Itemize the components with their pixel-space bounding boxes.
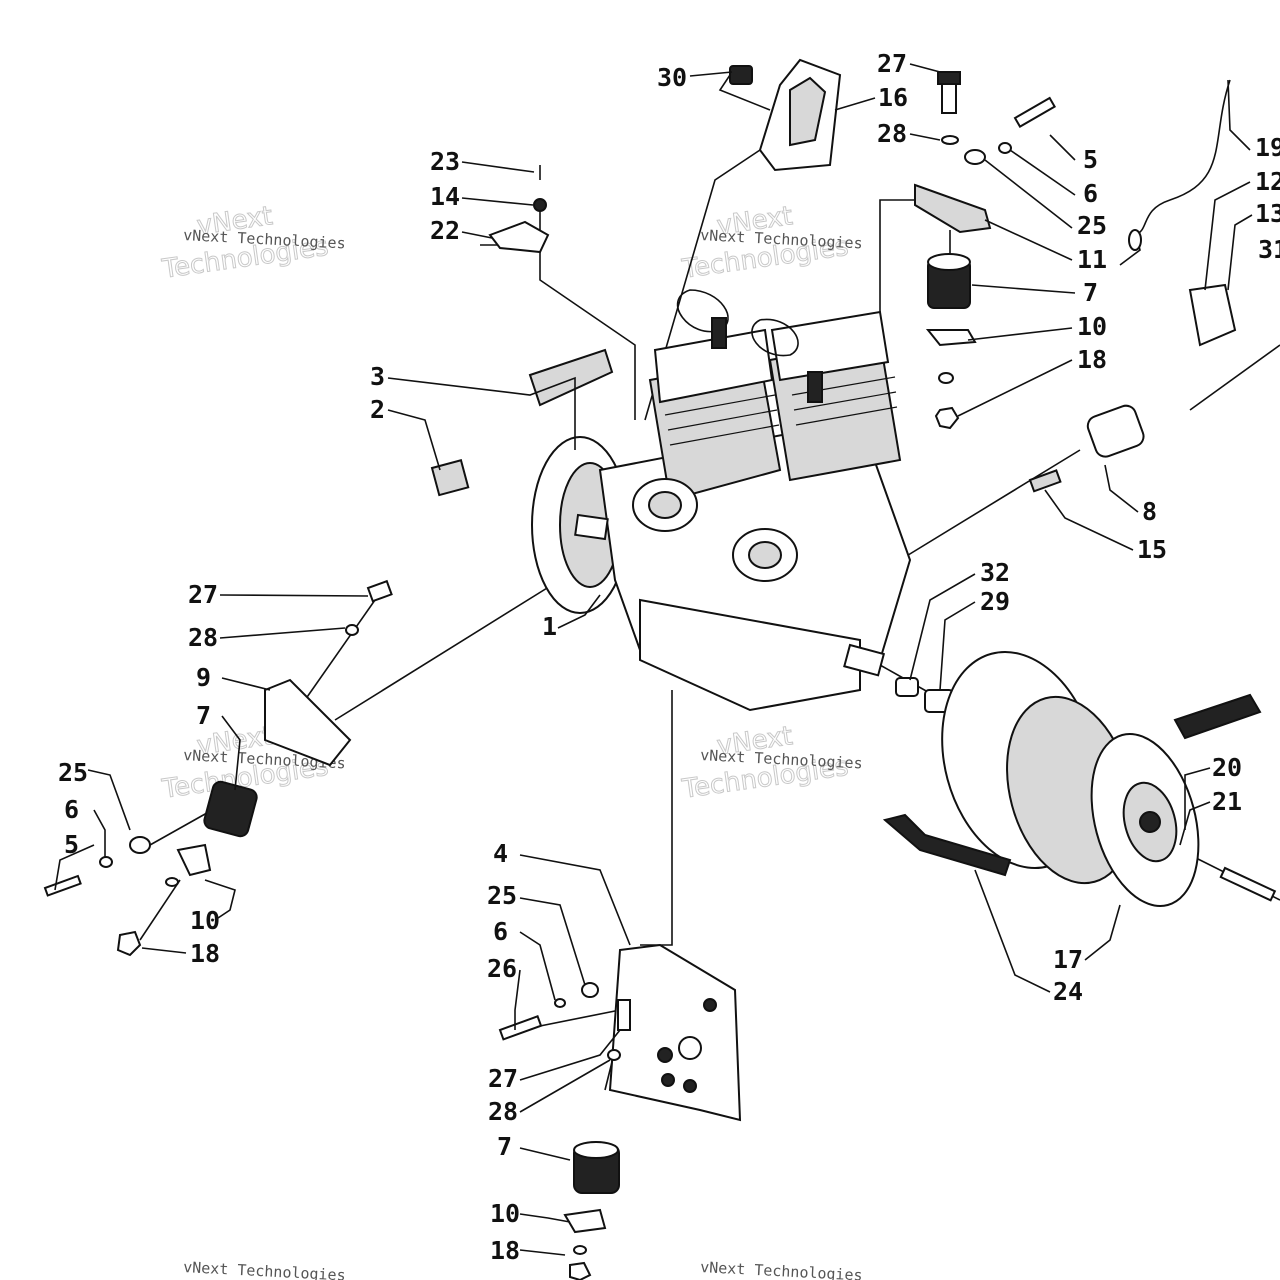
callout-label: 13	[1255, 199, 1280, 228]
drive-belt-24	[882, 813, 1012, 877]
washer-6-rear	[554, 998, 566, 1008]
callout-label: 7	[196, 701, 211, 730]
plate-10-left	[176, 843, 212, 877]
rubber-mount-7-left	[203, 780, 258, 838]
spacer-32	[895, 677, 919, 697]
callout-label: 32	[980, 558, 1010, 587]
callout-label: 20	[1212, 753, 1242, 782]
callout-label: 6	[493, 917, 508, 946]
decal-3	[528, 348, 614, 407]
bolt-27-rear	[617, 999, 631, 1031]
callout-label: 5	[1083, 145, 1098, 174]
washer-6	[998, 142, 1012, 154]
spring-15	[1028, 469, 1062, 493]
callout-label: 26	[487, 954, 517, 983]
callout-label: 22	[430, 216, 460, 245]
spark-plug-right	[807, 371, 823, 403]
rear-mount-parts	[498, 943, 742, 1280]
harness-19	[1128, 229, 1142, 251]
callout-label: 28	[188, 623, 218, 652]
callout-label: 7	[497, 1132, 512, 1161]
callout-label: 3	[370, 362, 385, 391]
bolt-5	[1013, 96, 1057, 129]
nut-18	[934, 406, 960, 430]
callout-label: 16	[878, 83, 908, 112]
nut-14	[533, 198, 547, 212]
bolt-26	[498, 1015, 543, 1041]
watermark-brand-small: vNext Technologies	[700, 1258, 863, 1280]
drive-clutch-assembly	[882, 650, 1277, 907]
callout-label: 30	[657, 63, 687, 92]
callout-pointers	[54, 63, 1253, 1256]
callout-label: 19	[1255, 133, 1280, 162]
callout-label: 18	[190, 939, 220, 968]
callout-label: 7	[1083, 278, 1098, 307]
left-mount-parts	[43, 579, 393, 957]
engine-bracket-4	[608, 943, 742, 1122]
cylinder-head-left	[653, 328, 774, 404]
callout-label: 28	[488, 1097, 518, 1126]
top-parts	[430, 58, 1237, 713]
callout-label: 29	[980, 587, 1010, 616]
washer-6-left	[99, 856, 113, 868]
washer-25-rear	[581, 982, 599, 998]
callout-label: 11	[1077, 245, 1107, 274]
lower-crankcase	[639, 598, 861, 712]
callout-label: 15	[1137, 535, 1167, 564]
callout-label: 6	[64, 795, 79, 824]
engine-assembly	[531, 289, 912, 712]
callout-labels: 30 16 27 28 5 6 25 11 7 10 18 23 14 22 3…	[58, 49, 1280, 1265]
washer-28	[941, 135, 959, 145]
callout-label: 12	[1255, 167, 1280, 196]
callout-label: 25	[487, 881, 517, 910]
callout-label: 25	[58, 758, 88, 787]
callout-label: 28	[877, 119, 907, 148]
label-2	[430, 459, 470, 497]
cover-22	[488, 220, 550, 254]
nut-18-rear	[569, 1261, 592, 1280]
callout-label: 8	[1142, 497, 1157, 526]
callout-label: 23	[430, 147, 460, 176]
bolt-21	[1219, 866, 1277, 902]
washer-28-rear	[607, 1049, 621, 1061]
callout-label: 18	[1077, 345, 1107, 374]
crankshaft-end	[843, 643, 886, 677]
callout-label: 21	[1212, 787, 1242, 816]
clip-30	[729, 65, 753, 85]
callout-label: 10	[190, 906, 220, 935]
spark-plug-left	[711, 317, 727, 349]
callout-label: 31	[1258, 235, 1280, 264]
callout-label: 2	[370, 395, 385, 424]
callout-label: 9	[196, 663, 211, 692]
callout-label: 27	[488, 1064, 518, 1093]
callout-label: 10	[490, 1199, 520, 1228]
washer-28-left	[345, 624, 359, 636]
washer-25-left	[129, 836, 151, 854]
callout-label: 27	[188, 580, 218, 609]
plate-10	[925, 329, 977, 347]
bracket-12	[1188, 283, 1237, 347]
bolt-5-left	[43, 874, 82, 897]
callout-label: 24	[1053, 977, 1083, 1006]
mount-plate-9	[264, 678, 352, 767]
callout-label: 4	[493, 839, 508, 868]
callout-label: 10	[1077, 312, 1107, 341]
watermark-brand-small: vNext Technologies	[183, 1258, 346, 1280]
callout-label: 1	[542, 612, 557, 641]
callout-label: 25	[1077, 211, 1107, 240]
callout-label: 6	[1083, 179, 1098, 208]
callout-label: 5	[64, 830, 79, 859]
cylinder-head-right	[770, 310, 890, 382]
mount-bracket-11	[914, 183, 992, 234]
plate-10-rear	[563, 1208, 607, 1234]
callout-label: 17	[1053, 945, 1083, 974]
bushing-8	[1086, 404, 1145, 458]
nut-18-left	[116, 930, 142, 957]
callout-label: 14	[430, 182, 460, 211]
callout-label: 18	[490, 1236, 520, 1265]
bolt-27-left	[366, 579, 393, 603]
washer-25	[964, 149, 986, 165]
callout-label: 27	[877, 49, 907, 78]
